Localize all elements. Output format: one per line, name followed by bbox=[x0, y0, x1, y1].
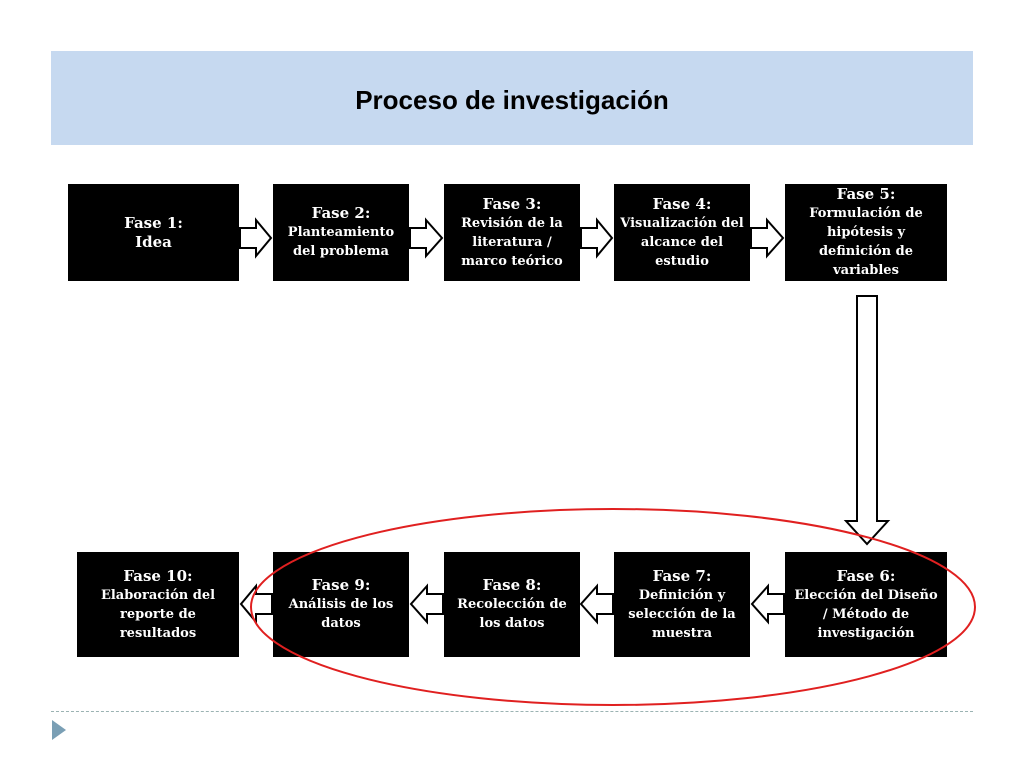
triangle-right-icon bbox=[52, 720, 66, 740]
arrow-7-to-8 bbox=[579, 583, 614, 625]
arrow-8-to-9 bbox=[409, 583, 444, 625]
phase-3-desc: Revisión de la literatura / marco teóric… bbox=[461, 215, 563, 269]
arrow-1-to-2 bbox=[239, 217, 273, 259]
phase-6-box: Fase 6: Elección del Diseño / Método de … bbox=[785, 552, 947, 657]
phase-1-desc: Idea bbox=[135, 232, 172, 251]
phase-10-name: Fase 10: bbox=[123, 566, 193, 585]
phase-8-desc: Recolección de los datos bbox=[457, 597, 567, 631]
phase-6-name: Fase 6: bbox=[836, 566, 896, 585]
arrow-6-to-7 bbox=[750, 583, 785, 625]
phase-8-name: Fase 8: bbox=[482, 576, 542, 594]
phase-2-box: Fase 2: Planteamiento del problema bbox=[273, 184, 409, 281]
phase-2-name: Fase 2: bbox=[311, 204, 371, 222]
arrow-3-to-4 bbox=[580, 217, 614, 259]
arrow-9-to-10 bbox=[239, 583, 273, 625]
phase-9-name: Fase 9: bbox=[311, 576, 371, 594]
title-banner bbox=[51, 51, 973, 145]
phase-5-desc: Formulación de hipótesis y definición de… bbox=[809, 206, 923, 278]
phase-3-name: Fase 3: bbox=[482, 194, 542, 213]
page-title: Proceso de investigación bbox=[355, 85, 669, 115]
phase-10-desc: Elaboración del reporte de resultados bbox=[100, 587, 216, 641]
phase-1-name: Fase 1: bbox=[124, 213, 183, 232]
arrow-2-to-3 bbox=[409, 217, 444, 259]
phase-4-desc: Visualización del alcance del estudio bbox=[620, 215, 744, 269]
phase-7-name: Fase 7: bbox=[652, 566, 712, 585]
footer-divider bbox=[51, 711, 973, 712]
phase-9-box: Fase 9: Análisis de los datos bbox=[273, 552, 409, 657]
phase-9-desc: Análisis de los datos bbox=[288, 597, 394, 631]
phase-3-box: Fase 3: Revisión de la literatura / marc… bbox=[444, 184, 580, 281]
phase-7-desc: Definición y selección de la muestra bbox=[628, 587, 736, 641]
phase-2-desc: Planteamiento del problema bbox=[287, 225, 395, 259]
phase-1-box: Fase 1: Idea bbox=[68, 184, 239, 281]
phase-4-name: Fase 4: bbox=[652, 194, 712, 213]
arrow-5-to-6 bbox=[843, 295, 891, 546]
phase-5-box: Fase 5: Formulación de hipótesis y defin… bbox=[785, 184, 947, 281]
phase-7-box: Fase 7: Definición y selección de la mue… bbox=[614, 552, 750, 657]
arrow-4-to-5 bbox=[750, 217, 785, 259]
phase-6-desc: Elección del Diseño / Método de investig… bbox=[794, 587, 938, 641]
phase-8-box: Fase 8: Recolección de los datos bbox=[444, 552, 580, 657]
phase-4-box: Fase 4: Visualización del alcance del es… bbox=[614, 184, 750, 281]
phase-10-box: Fase 10: Elaboración del reporte de resu… bbox=[77, 552, 239, 657]
phase-5-name: Fase 5: bbox=[836, 185, 896, 203]
highlight-ellipse bbox=[250, 508, 976, 706]
